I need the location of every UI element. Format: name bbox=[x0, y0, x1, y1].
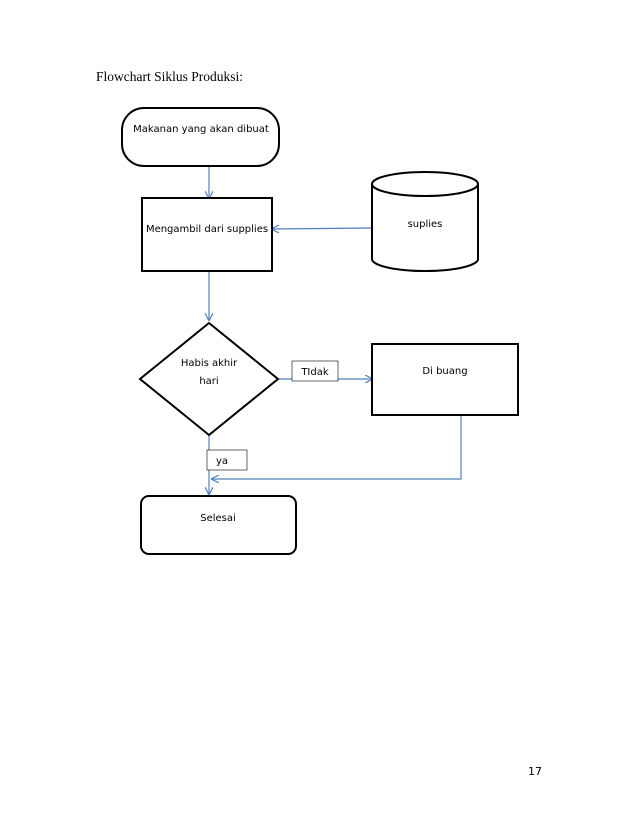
branch-yes-box bbox=[206, 449, 248, 471]
process-box bbox=[141, 197, 273, 272]
page-number: 17 bbox=[528, 765, 542, 778]
end-terminator bbox=[140, 495, 297, 555]
start-label: Makanan yang akan dibuat bbox=[133, 124, 269, 135]
decision-label-line1: Habis akhir bbox=[181, 358, 238, 369]
discard-box bbox=[371, 343, 519, 416]
branch-no-label: TIdak bbox=[300, 367, 329, 378]
page-title: Flowchart Siklus Produksi: bbox=[96, 69, 244, 84]
storage-label: suplies bbox=[408, 219, 443, 230]
storage-cylinder-top bbox=[371, 171, 479, 197]
branch-no-box bbox=[291, 360, 339, 382]
connector-storage-to-process bbox=[272, 228, 373, 229]
discard-label: Di buang bbox=[422, 366, 467, 377]
end-label: Selesai bbox=[200, 513, 236, 524]
process-label: Mengambil dari supplies bbox=[146, 224, 268, 235]
decision-diamond bbox=[138, 321, 280, 437]
start-terminator bbox=[121, 107, 280, 167]
branch-yes-label: ya bbox=[216, 456, 228, 467]
connector-discard-to-end bbox=[212, 415, 462, 479]
decision-label-line2: hari bbox=[199, 376, 218, 387]
storage-cylinder bbox=[371, 184, 479, 272]
